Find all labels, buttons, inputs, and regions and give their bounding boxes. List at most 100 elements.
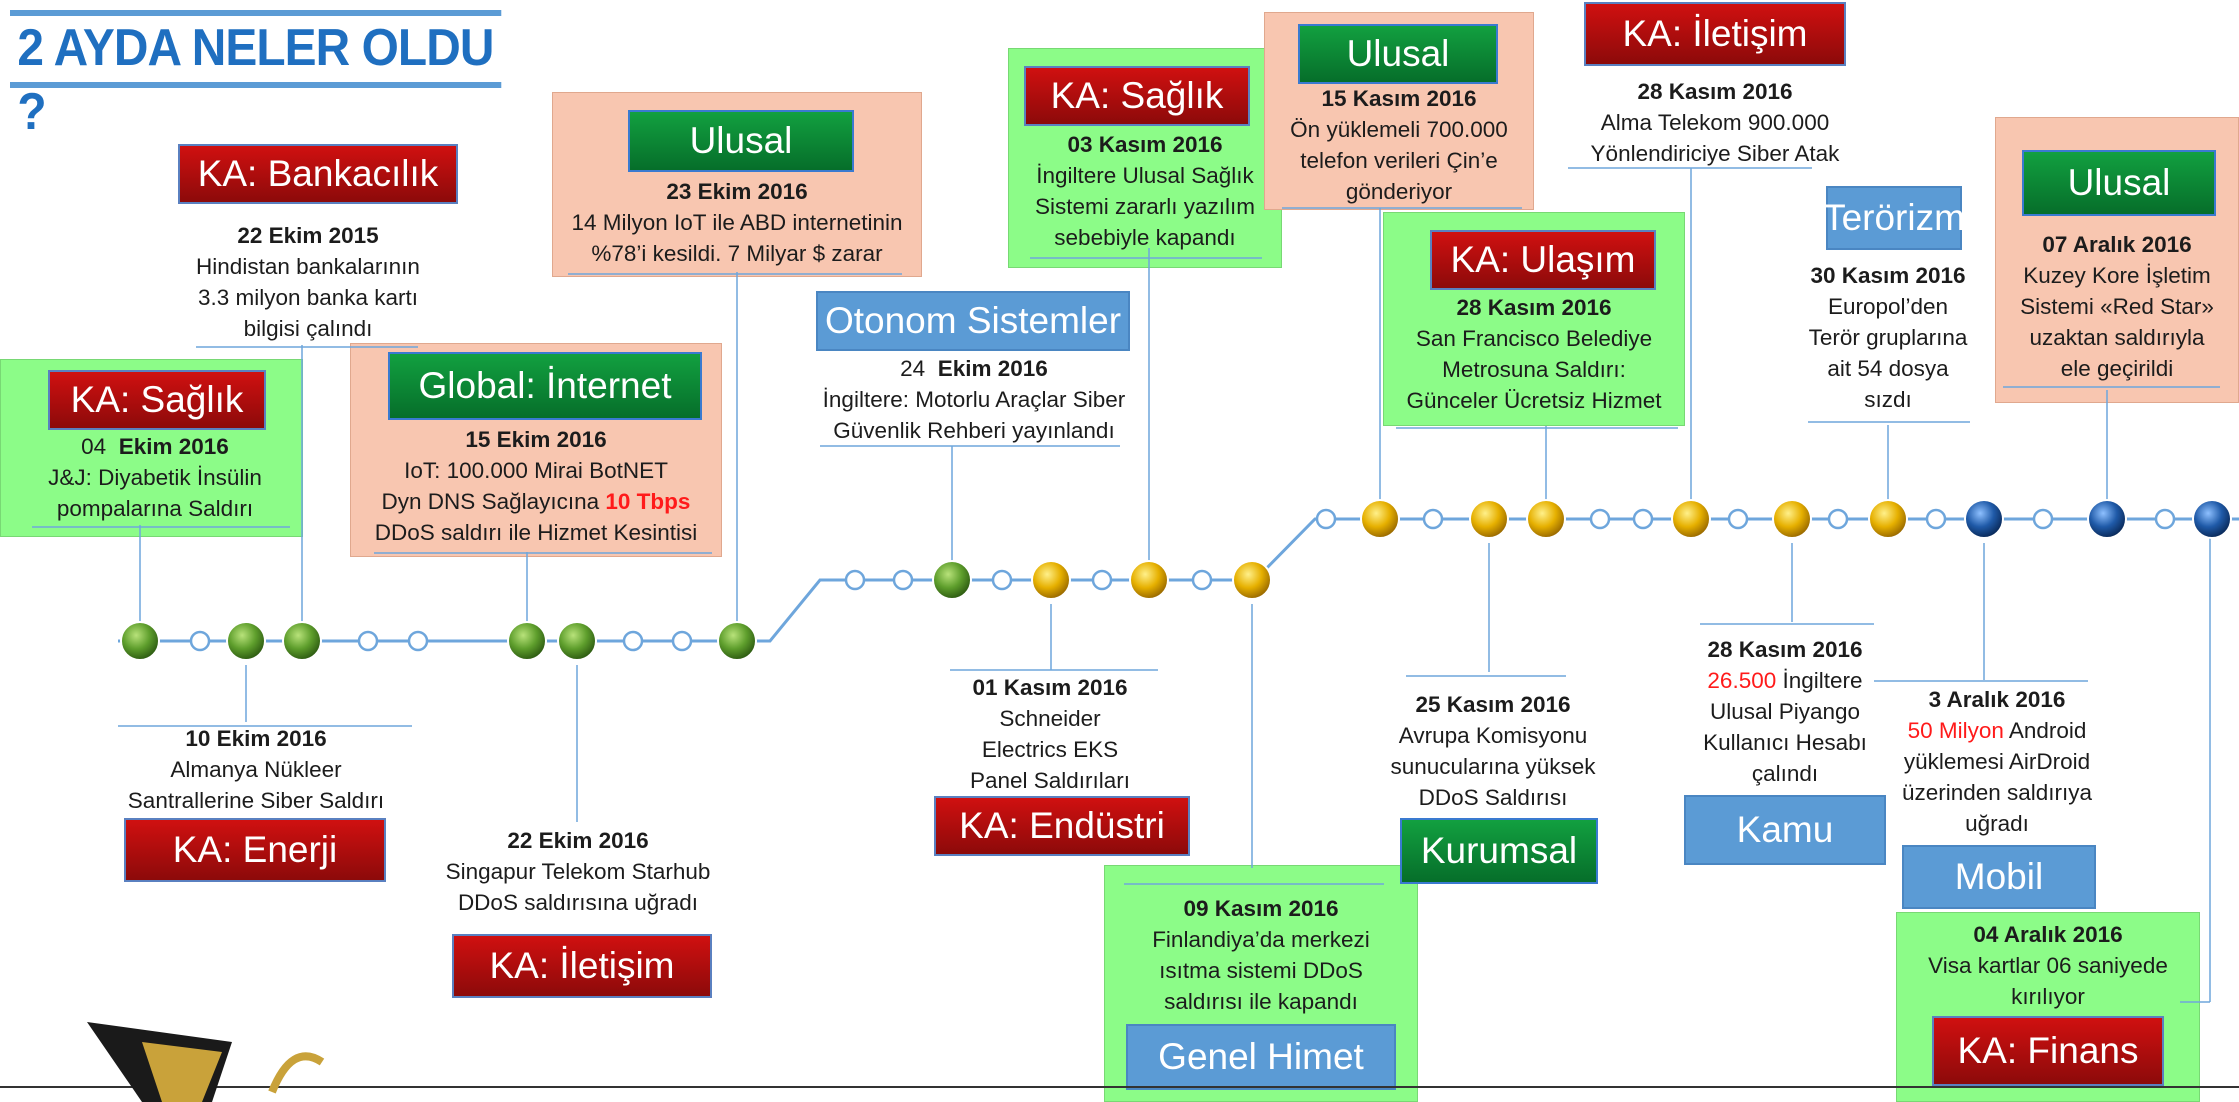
event-date: 15 Kasım 2016 [1321,86,1477,111]
tag-ka-enerji: KA: Enerji [124,818,386,882]
tag-ka-saglik-kasim: KA: Sağlık [1024,66,1250,126]
event-date-day: 24 [900,356,926,381]
event-text-iletisim-ekim: 22 Ekim 2016 Singapur Telekom Starhub DD… [412,825,744,918]
event-text-genel-hizmet: 09 Kasım 2016 Finlandiya’da merkezi ısıt… [1106,893,1416,1017]
tag-ka-saglik-ekim: KA: Sağlık [48,370,266,430]
connector-lines [139,168,2211,1003]
event-text-mobil: 3 Aralık 2016 50 Milyon Android yüklemes… [1876,684,2118,839]
event-line: DDoS saldırısına uğradı [457,890,699,915]
event-line: Panel Saldırıları [969,768,1131,793]
event-date: 3 Aralık 2016 [1928,687,2066,712]
event-date: Ekim 2016 [937,356,1048,381]
event-line: Güvenlik Rehberi yayınlandı [833,418,1115,443]
event-line: çalındı [1751,761,1819,786]
event-date: 30 Kasım 2016 [1810,263,1966,288]
event-text-iletisim-kasim: 28 Kasım 2016 Alma Telekom 900.000 Yönle… [1560,76,1870,169]
bandwidth-highlight: 10 Tbps [605,489,691,514]
timeline-node-empty [991,569,1013,591]
event-text-ulasim: 28 Kasım 2016 San Francisco Belediye Met… [1385,292,1683,416]
event-date: 07 Aralık 2016 [2042,232,2192,257]
event-line: Ulusal Piyango [1709,699,1861,724]
timeline-event-node [226,621,266,661]
timeline-event-node [557,621,597,661]
tag-otonom-sistemler: Otonom Sistemler [816,291,1130,351]
event-line: Hindistan bankalarının [196,254,420,279]
tag-genel-hizmet: Genel Himet [1126,1024,1396,1090]
event-line: saldırısı ile kapandı [1164,989,1358,1014]
event-text-enerji: 10 Ekim 2016 Almanya Nükleer Santralleri… [96,723,416,816]
event-line: ele geçirildi [2060,356,2174,381]
event-line: Dyn DNS Sağlayıcına [381,489,606,514]
tag-kurumsal: Kurumsal [1400,818,1598,884]
timeline-node-empty [1422,508,1444,530]
event-line: IoT: 100.000 Mirai BotNET [404,458,668,483]
tag-ka-endustri: KA: Endüstri [934,796,1190,856]
event-text-ulusal-ekim: 23 Ekim 2016 14 Milyon IoT ile ABD inter… [554,176,920,269]
event-line: bilgisi çalındı [243,316,373,341]
event-text-saglik-ekim: 04 Ekim 2016 J&J: Diyabetik İnsülin pomp… [10,431,300,524]
event-line: gönderiyor [1345,179,1453,204]
timeline-node-empty [1632,508,1654,530]
event-line: uğradı [1965,811,2029,836]
event-date: 03 Kasım 2016 [1067,132,1223,157]
event-line: uzaktan saldırıyla [2029,325,2205,350]
tag-ka-ulasim: KA: Ulaşım [1430,230,1656,290]
event-line: ısıtma sistemi DDoS [1159,958,1363,983]
page-title: 2 AYDA NELER OLDU ? [10,10,502,141]
event-line: Yönlendiriciye Siber Atak [1590,141,1840,166]
event-line: Android [2003,718,2087,743]
event-date: 23 Ekim 2016 [666,179,808,204]
timeline-event-node [1129,560,1169,600]
count-highlight: 50 Milyon [1907,718,2004,743]
timeline-node-empty [357,630,379,652]
event-text-kurumsal: 25 Kasım 2016 Avrupa Komisyonu sunucular… [1366,689,1620,813]
timeline-node-empty [1827,508,1849,530]
event-line: San Francisco Belediye [1415,326,1653,351]
tag-mobil: Mobil [1902,845,2096,909]
event-date: 10 Ekim 2016 [185,726,327,751]
event-date: 01 Kasım 2016 [972,675,1128,700]
event-text-bankacilik: 22 Ekim 2015 Hindistan bankalarının 3.3 … [150,220,466,344]
event-text-ulusal-aralik: 07 Aralık 2016 Kuzey Kore İşletim Sistem… [1997,229,2237,384]
tag-ka-bankacilik: KA: Bankacılık [178,144,458,204]
timeline-node-empty [2032,508,2054,530]
event-line: 3.3 milyon banka kartı [197,285,419,310]
event-line: telefon verileri Çin’e [1300,148,1498,173]
event-line: Visa kartlar 06 saniyede [1928,953,2168,978]
count-highlight: 26.500 [1707,668,1777,693]
event-text-endustri: 01 Kasım 2016 Schneider Electrics EKS Pa… [930,672,1170,796]
event-line: Günceler Ücretsiz Hizmet [1406,388,1662,413]
event-line: yüklemesi AirDroid [1903,749,2091,774]
timeline-node-empty [1925,508,1947,530]
event-text-otonom: 24 Ekim 2016 İngiltere: Motorlu Araçlar … [796,353,1152,446]
timeline-event-node [717,621,757,661]
timeline-node-empty [1727,508,1749,530]
organization-logo [87,1022,325,1102]
event-line: Singapur Telekom Starhub [445,859,711,884]
event-line: Europol’den [1827,294,1949,319]
event-line: 14 Milyon IoT ile ABD internetinin [571,210,903,235]
event-line: İngiltere [1776,668,1863,693]
event-date: 22 Ekim 2016 [507,828,649,853]
timeline-event-node [282,621,322,661]
event-line: Avrupa Komisyonu [1398,723,1588,748]
footer-rule [0,1086,2239,1088]
timeline-node-empty [622,630,644,652]
event-line: ait 54 dosya [1827,356,1949,381]
event-text-finans: 04 Aralık 2016 Visa kartlar 06 saniyede … [1898,919,2198,1012]
tag-kamu: Kamu [1684,795,1886,865]
event-date: 28 Kasım 2016 [1456,295,1612,320]
timeline-event-node [2192,499,2232,539]
timeline-node-empty [2154,508,2176,530]
tag-ka-iletisim-kasim: KA: İletişim [1584,2,1846,66]
event-line: DDoS Saldırısı [1418,785,1568,810]
tag-terorizm: Terörizm [1823,186,1965,250]
tag-ulusal-aralik: Ulusal [2022,150,2216,216]
event-line: Sistemi «Red Star» [2020,294,2214,319]
timeline-event-node [1031,560,1071,600]
event-line: sızdı [1864,387,1912,412]
event-text-global-internet: 15 Ekim 2016 IoT: 100.000 Mirai BotNET D… [352,424,720,548]
event-line: Santrallerine Siber Saldırı [127,788,385,813]
event-line: DDoS saldırı ile Hizmet Kesintisi [374,520,698,545]
event-line: İngiltere: Motorlu Araçlar Siber [822,387,1126,412]
